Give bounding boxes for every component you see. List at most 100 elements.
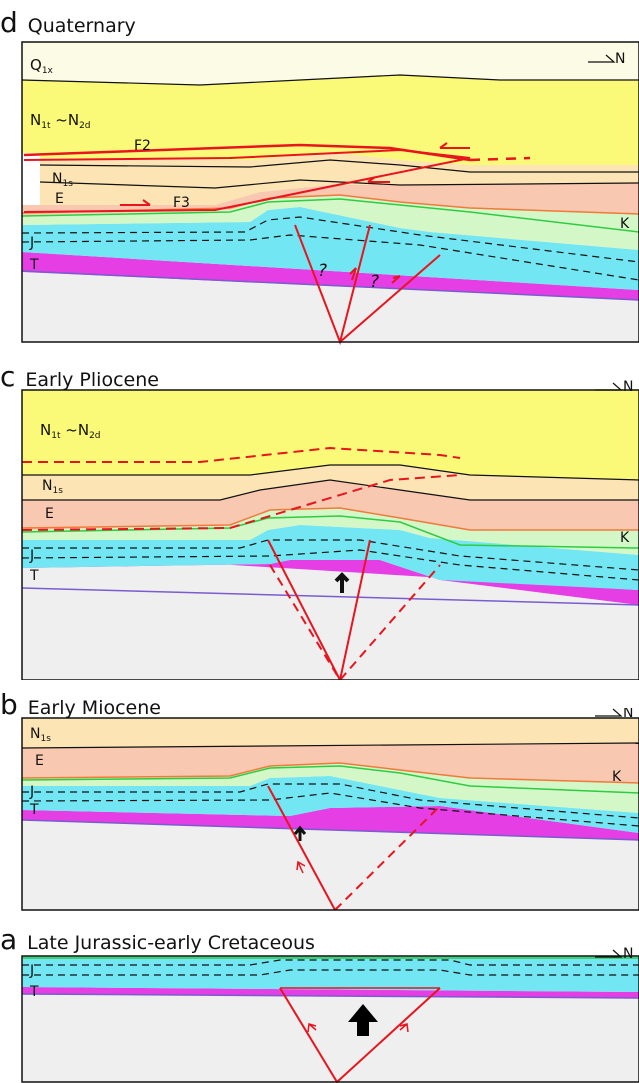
n1s-layer bbox=[22, 465, 639, 500]
fault-wedge-dashed bbox=[334, 805, 441, 911]
panel-b-title: Early Miocene bbox=[27, 697, 161, 719]
n1t-n2d-layer bbox=[22, 75, 639, 165]
panel-d-header: d Quaternary bbox=[0, 8, 136, 38]
label-q1x: Q1x bbox=[30, 56, 54, 76]
label-n1s: N1s bbox=[42, 478, 63, 496]
n1s-top-line bbox=[39, 159, 639, 173]
slip-arrow-f3 bbox=[120, 199, 151, 206]
slip-arrow-wedge bbox=[296, 860, 306, 874]
n1t-n2d-layer bbox=[22, 390, 639, 480]
label-j: J bbox=[29, 963, 34, 979]
q1x-layer bbox=[22, 42, 639, 85]
j-dash-line-1 bbox=[22, 783, 639, 819]
label-f3: F3 bbox=[173, 195, 190, 211]
slip-arrow-f2 bbox=[439, 142, 470, 149]
fault-wedge-solid bbox=[267, 785, 336, 911]
fault-f3 bbox=[23, 148, 471, 213]
north-arrow-d: N bbox=[588, 51, 625, 67]
label-j: J bbox=[29, 784, 34, 800]
panel-d-frame bbox=[21, 41, 639, 343]
uplift-arrow-icon bbox=[334, 572, 350, 593]
panel-d-title: Quaternary bbox=[27, 15, 136, 37]
t-layer bbox=[22, 987, 639, 998]
fault-upper-dashed bbox=[22, 446, 461, 463]
label-j: J bbox=[29, 235, 34, 251]
n1s-layer bbox=[40, 152, 639, 205]
panel-c-title: Early Pliocene bbox=[25, 369, 159, 391]
j-layer bbox=[22, 525, 639, 590]
uplift-arrow-icon bbox=[348, 1004, 378, 1036]
north-label-d: N bbox=[615, 51, 625, 67]
panel-a-frame bbox=[21, 955, 639, 1083]
panel-a-header: a Late Jurassic-early Cretaceous bbox=[0, 925, 315, 955]
e-base-line bbox=[21, 194, 639, 215]
label-j: J bbox=[29, 548, 34, 564]
label-k: K bbox=[620, 216, 630, 232]
label-n1t-n2d: N1t ~N2d bbox=[30, 111, 91, 131]
j-dash-line-2 bbox=[22, 969, 639, 976]
panel-c-header: c Early Pliocene bbox=[0, 362, 159, 392]
label-t: T bbox=[29, 257, 39, 273]
t-base-line bbox=[21, 270, 639, 301]
label-n1s: N1s bbox=[30, 726, 51, 744]
k-layer bbox=[22, 763, 639, 813]
j-dash-line-2 bbox=[21, 234, 639, 281]
label-k: K bbox=[612, 769, 622, 785]
erosion-gap bbox=[22, 153, 40, 205]
panel-d-letter: d bbox=[0, 6, 18, 39]
label-f2: F2 bbox=[134, 138, 151, 154]
slip-arrow-wedge-right bbox=[391, 275, 401, 284]
e-top-line bbox=[22, 479, 639, 501]
t-layer bbox=[22, 806, 639, 840]
e-top-line bbox=[39, 179, 639, 189]
panel-b-letter: b bbox=[0, 688, 18, 721]
e-layer bbox=[22, 480, 639, 530]
north-arrow-c: N bbox=[595, 380, 633, 395]
north-arrow-icon bbox=[588, 54, 616, 63]
panel-a-section: J T bbox=[21, 955, 639, 1083]
t-base-line bbox=[21, 587, 639, 606]
k-layer bbox=[22, 508, 639, 555]
panel-b-frame bbox=[21, 717, 639, 911]
j-dash-line-2 bbox=[21, 792, 639, 827]
fault-wedge-solid bbox=[267, 539, 371, 680]
panel-c-letter: c bbox=[0, 360, 16, 393]
k-base-line bbox=[21, 198, 639, 233]
j-dash-line-2 bbox=[21, 549, 639, 581]
north-label-c: N bbox=[623, 380, 633, 395]
label-t: T bbox=[29, 802, 39, 818]
label-n1s: N1s bbox=[52, 171, 73, 189]
e-base-line bbox=[21, 507, 639, 531]
panel-c-section: N1t ~N2d N1s E K J T N bbox=[21, 380, 639, 680]
slip-arrow-left bbox=[307, 1023, 317, 1033]
label-n1t-n2d: N1t ~N2d bbox=[40, 421, 101, 441]
n1s-layer bbox=[22, 718, 639, 748]
t-base-line bbox=[21, 993, 639, 999]
slip-arrow-right bbox=[399, 1023, 409, 1033]
j-layer bbox=[22, 207, 639, 290]
north-label-b: N bbox=[623, 708, 633, 721]
label-t: T bbox=[29, 568, 39, 584]
uplift-arrow-icon bbox=[293, 825, 307, 841]
panel-b-section: N1s E K J T N bbox=[21, 708, 639, 911]
label-k: K bbox=[620, 530, 630, 546]
north-arrow-icon bbox=[595, 382, 623, 391]
panel-d-section: Q1x N1t ~N2d F2 N1s E F3 K J T ? ? N bbox=[21, 41, 639, 346]
panel-a-title: Late Jurassic-early Cretaceous bbox=[27, 932, 315, 954]
fault-wedge-right bbox=[339, 254, 441, 343]
j-layer bbox=[22, 956, 639, 992]
k-base-line bbox=[21, 765, 639, 794]
north-arrow-a: N bbox=[595, 945, 639, 965]
e-base-line bbox=[21, 762, 639, 784]
north-arrow-b: N bbox=[595, 708, 633, 721]
n1s-top-line bbox=[22, 464, 639, 481]
label-e: E bbox=[55, 191, 64, 207]
e-layer bbox=[22, 183, 639, 215]
north-label-a: N bbox=[623, 946, 633, 961]
t-layer bbox=[22, 252, 639, 300]
panel-b-header: b Early Miocene bbox=[0, 690, 161, 720]
panel-c-frame bbox=[21, 389, 639, 680]
fault-lower-dashed bbox=[21, 474, 461, 531]
q1x-base-line bbox=[21, 74, 639, 86]
label-e: E bbox=[45, 506, 54, 522]
